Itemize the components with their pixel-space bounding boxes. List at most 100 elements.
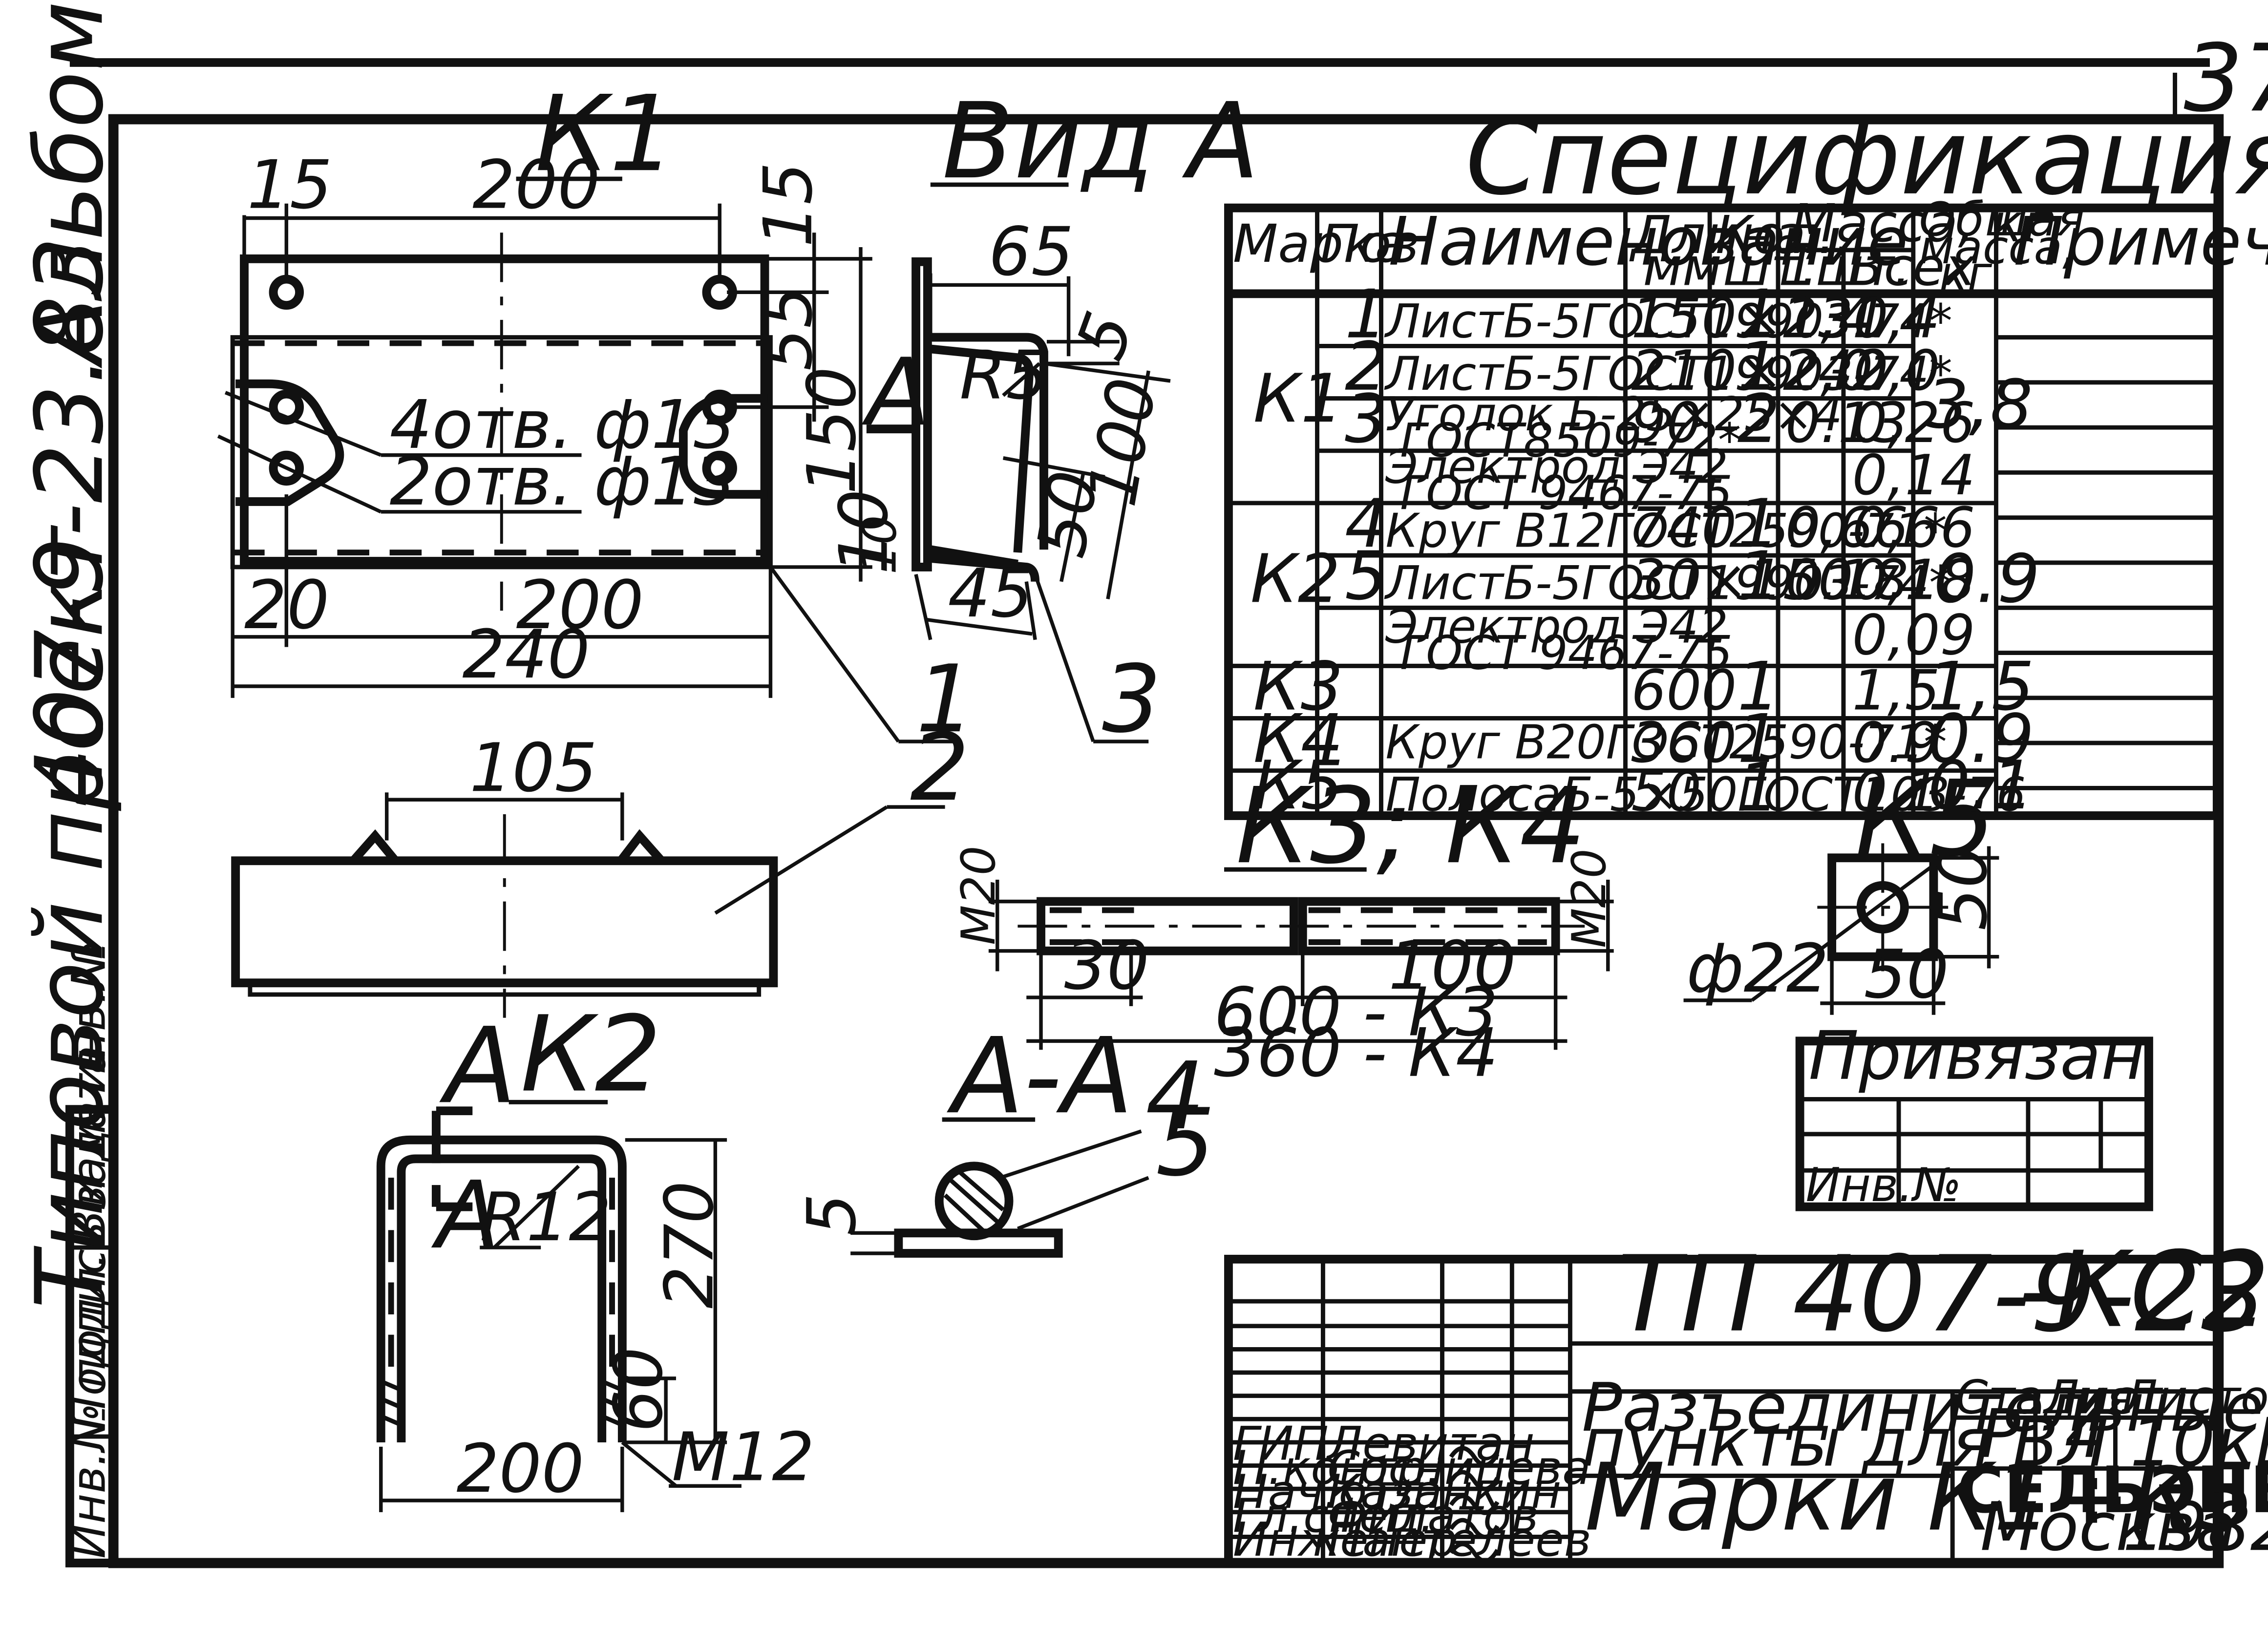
hole xyxy=(269,450,304,486)
k1-dim-55: 55 xyxy=(750,286,827,371)
title-block-person: Н.контр.Сосницева xyxy=(1233,1441,1591,1495)
k1-dim-240: 240 xyxy=(462,616,590,694)
spec-header-name: Наименование xyxy=(1388,203,1908,281)
k1-dim-15-left: 15 xyxy=(247,147,332,224)
hole xyxy=(702,450,737,486)
k5-hole: ф22 xyxy=(1686,930,1828,1008)
person-name: Сосницева xyxy=(1327,1441,1590,1495)
spec-header-mass-all: Всех xyxy=(1848,237,1976,297)
spec-cell-m1: 2,0 xyxy=(1785,338,1873,403)
spec-header-mass-one: 1шт. xyxy=(1782,237,1911,297)
k3k4-dim-30: 30 xyxy=(1064,927,1149,1005)
spec-cell-qty: 2 xyxy=(1738,380,1780,458)
spec-header-length-2: мм xyxy=(1643,237,1722,297)
signature-scribble xyxy=(1449,1446,1500,1467)
k2-thread: M12 xyxy=(672,1418,814,1496)
k3k4-dim-100: 100 xyxy=(1388,927,1516,1005)
spec-cell-pos: 5 xyxy=(1345,537,1387,615)
person-role: Гл.спец. xyxy=(1233,1489,1434,1543)
k2-section-mark-bottom: А xyxy=(431,1161,500,1269)
spec-group-mark: К3 xyxy=(1253,648,1343,726)
spec-cell-mall: 2,0 xyxy=(1852,338,1940,403)
callout-1: 1 xyxy=(916,645,975,753)
k3k4-thread-left: M20 xyxy=(952,846,1006,945)
view-k1-title: К1 xyxy=(535,73,676,195)
spec-cell-mall: 1,5 xyxy=(1852,658,1940,723)
view-k2-title: К2 xyxy=(521,993,661,1116)
spec-cell-qty: 1 xyxy=(1738,749,1780,827)
k5-dim-bottom: 50 xyxy=(1864,936,1949,1014)
callout-3: 3 xyxy=(1102,645,1161,753)
person-role: Нач.отд. xyxy=(1233,1465,1441,1519)
view-a-radius: R5 xyxy=(959,337,1048,415)
spec-cell-len: 360 xyxy=(1631,711,1737,775)
title-block-sheet-code: -КС2 xyxy=(2018,1229,2268,1351)
spec-cell-m1: 0.18 xyxy=(1785,548,1908,612)
spec-cell-qty: 1 xyxy=(1738,328,1780,406)
title-block-name-line2: пункты для ВЛ 10кВ xyxy=(1582,1404,2268,1482)
spec-title: Спецификация xyxy=(1465,96,2268,218)
view-a-dim-10: 10 xyxy=(853,515,907,574)
spec-cell-name: Круг В20ГОСТ2590-71* xyxy=(1385,716,1947,769)
drawing-frame xyxy=(108,114,2224,1568)
spec-group-total: 0.9 xyxy=(1928,700,2035,778)
spec-group-mark: К4 xyxy=(1253,700,1343,778)
k3-length: 600 - К3 xyxy=(1214,973,1498,1051)
spec-cell-len: 600 xyxy=(1631,658,1737,723)
view-a-dim-50: 50 xyxy=(1022,465,1114,563)
spec-header-total-3: кг xyxy=(1939,247,1992,300)
title-block-marks: Марки К1÷К5 xyxy=(1585,1443,2256,1552)
view-k3k4-title: К3; К4 xyxy=(1236,765,1586,887)
spec-cell-name: Круг В12ГОСТ2590-71* xyxy=(1385,504,1947,558)
side-project-code: 407-9-23.83 xyxy=(15,236,124,807)
section-aa: А-А 4 5 5 xyxy=(793,1015,1215,1258)
k1-holes-4-label: 4отв. ф13 xyxy=(390,386,737,464)
tb-sheets-label: Листов xyxy=(2121,1371,2268,1424)
spec-cell-mall: 0,14 xyxy=(1852,443,1975,507)
title-block-name-line1: Разъединительные xyxy=(1582,1369,2264,1447)
hole xyxy=(269,389,304,425)
view-a-dim-45: 45 xyxy=(948,555,1033,633)
k1-dim-20: 20 xyxy=(244,567,329,644)
spec-cell-name: ЛистБ-5ГОСТ19903-74* xyxy=(1384,347,1952,401)
k1-holes-2-label: 2отв. ф13 xyxy=(390,443,737,521)
spec-header-qty-2: шт. xyxy=(1723,237,1818,297)
spec-cell-name2: ГОСТ 9467-75 xyxy=(1400,466,1733,520)
spec-cell-mall: 0,66 xyxy=(1852,495,1975,560)
spec-cell-qty: 1 xyxy=(1738,276,1780,354)
tb-city: Москва xyxy=(1980,1488,2236,1566)
spec-cell-qty: 1 xyxy=(1738,700,1780,778)
spec-group-mark: К5 xyxy=(1253,747,1343,824)
k2-dim-60: 60 xyxy=(600,1347,678,1432)
signature-scribble xyxy=(1449,1518,1500,1539)
signature-scribble xyxy=(1449,1542,1500,1564)
spec-cell-m1: 1,4 xyxy=(1785,286,1873,351)
stamp-inv-replacement: Взам. инв.№ xyxy=(62,941,116,1242)
privyazan-inv: Инв.№ xyxy=(1806,1159,1962,1212)
spec-cell-name: ЛистБ-5ГОСТ19903-74* xyxy=(1384,556,1952,610)
spec-cell-mall: 1,4 xyxy=(1852,286,1940,351)
k4-length: 360 - К4 xyxy=(1214,1014,1498,1092)
signature-scribble xyxy=(1449,1494,1500,1515)
side-dim-105: 105 xyxy=(469,729,597,807)
view-k1-side: 105 2 xyxy=(231,713,969,1018)
spec-header-qty-1: Кол., xyxy=(1716,205,1851,266)
signature-scribble xyxy=(1449,1470,1500,1491)
left-stamp: Инв.№ подл. Подпись и дата Взам. инв.№ xyxy=(62,941,118,1567)
spec-cell-name2: ГОСТ8509-72* xyxy=(1400,414,1741,468)
tb-org: СЕЛЬЭНЕРГОПРОЕКТ xyxy=(1957,1453,2268,1527)
spec-header-pos: Поз. xyxy=(1320,214,1436,275)
spec-header-mass: Масса, кг xyxy=(1791,193,2051,254)
k2-dim-200: 200 xyxy=(457,1430,584,1508)
k3k4-thread-right: M20 xyxy=(1563,848,1616,948)
k1-dim-200-top: 200 xyxy=(472,147,600,224)
spec-cell-mall: 0,18 xyxy=(1852,548,1975,612)
title-block-person: Гл.спец.Филатов xyxy=(1233,1489,1539,1543)
spec-group-total: 1,5 xyxy=(1928,648,2035,726)
spec-cell-name: ПолосаБ-5×50ГОСТ103-76 xyxy=(1385,768,2026,822)
